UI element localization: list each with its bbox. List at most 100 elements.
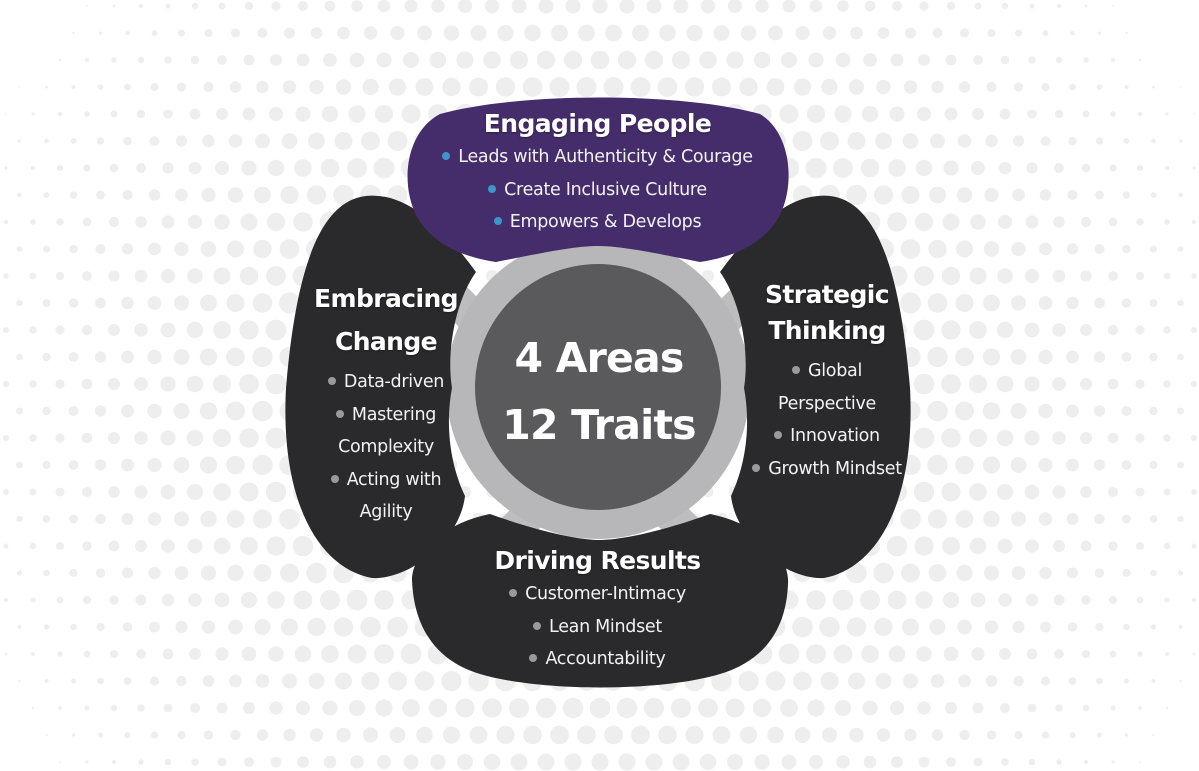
background-dot [270, 756, 282, 768]
background-dot [903, 673, 918, 689]
background-dot [147, 403, 162, 419]
background-dot [177, 730, 186, 740]
background-dot [946, 757, 956, 767]
background-dot [69, 568, 78, 578]
background-dot [321, 105, 339, 123]
area-title-engaging-people: Engaging People [483, 109, 712, 138]
background-dot [781, 52, 797, 68]
background-dot [266, 266, 286, 286]
background-dot [293, 212, 313, 232]
background-dot [1079, 431, 1093, 445]
background-dot [1053, 594, 1065, 606]
background-dot [1179, 679, 1182, 683]
background-dot [57, 165, 63, 171]
background-dot [270, 54, 282, 66]
background-dot [1000, 55, 1010, 65]
background-dot [1177, 570, 1184, 576]
background-dot [955, 347, 974, 367]
background-dot [1150, 192, 1157, 198]
background-dot [497, 24, 514, 42]
background-dot [96, 190, 105, 200]
background-dot [563, 50, 583, 70]
background-dot [121, 404, 134, 418]
background-dot [1054, 109, 1064, 119]
background-dot [985, 134, 998, 148]
background-dot [252, 400, 273, 422]
background-dot [1066, 404, 1079, 418]
background-dot [265, 481, 287, 503]
background-dot [550, 725, 569, 745]
background-dot [973, 55, 983, 65]
background-dot [753, 51, 771, 69]
background-dot [2, 380, 10, 388]
background-dot [42, 515, 51, 523]
background-dot [336, 727, 351, 743]
background-dot [134, 377, 148, 391]
background-dot [918, 54, 930, 66]
background-dot [930, 674, 945, 688]
background-dot [1152, 85, 1155, 89]
background-dot [280, 563, 299, 583]
trait-label: Empowers & Develops [509, 212, 702, 232]
background-dot [645, 753, 663, 771]
background-dot [1094, 568, 1105, 578]
background-dot [1052, 377, 1066, 391]
background-dot [931, 729, 944, 741]
background-dot [333, 184, 354, 206]
background-dot [1135, 379, 1145, 389]
background-dot [1052, 269, 1066, 283]
trait-item: Acting with Agility [286, 464, 486, 529]
background-dot [160, 484, 176, 500]
background-dot [1052, 485, 1066, 499]
background-dot [161, 539, 175, 553]
background-dot [164, 56, 172, 64]
trait-item: Data-driven [286, 366, 486, 399]
background-dot [175, 620, 188, 634]
background-dot [765, 671, 786, 691]
background-dot [808, 52, 824, 68]
background-dot [1093, 351, 1106, 363]
background-dot [417, 25, 432, 41]
background-dot [619, 0, 635, 14]
background-dot [387, 616, 408, 638]
background-dot [95, 297, 106, 309]
background-dot [108, 486, 120, 498]
background-dot [16, 461, 23, 469]
background-dot [347, 644, 367, 664]
background-dot [1026, 162, 1038, 174]
background-dot [256, 729, 269, 741]
background-dot [124, 732, 131, 738]
background-dot [137, 56, 145, 64]
background-dot [95, 244, 106, 254]
background-dot [672, 51, 690, 69]
background-dot [971, 161, 985, 175]
background-dot [755, 0, 769, 13]
background-dot [84, 705, 90, 711]
background-dot [442, 726, 461, 744]
background-dot [1192, 166, 1196, 170]
background-dot [292, 535, 314, 557]
background-dot [1149, 245, 1158, 253]
background-dot [860, 158, 880, 178]
background-dot [942, 213, 960, 231]
background-dot [1054, 163, 1064, 173]
background-dot [793, 78, 812, 96]
background-dot [360, 616, 381, 638]
background-dot [252, 293, 273, 313]
background-dot [535, 697, 557, 719]
background-dot [17, 192, 22, 198]
trait-label: Customer-Intimacy [525, 584, 686, 604]
background-dot [257, 28, 268, 38]
background-dot [68, 460, 79, 470]
background-dot [112, 4, 116, 8]
trait-item: Accountability [405, 643, 790, 676]
background-dot [1025, 593, 1039, 607]
background-dot [241, 160, 257, 176]
background-dot [1135, 433, 1145, 443]
background-dot [173, 295, 190, 311]
background-dot [901, 618, 920, 636]
background-dot [1135, 325, 1145, 335]
trait-label: Leads with Authenticity & Courage [458, 147, 753, 167]
background-dot [591, 753, 609, 771]
background-dot [176, 82, 187, 92]
